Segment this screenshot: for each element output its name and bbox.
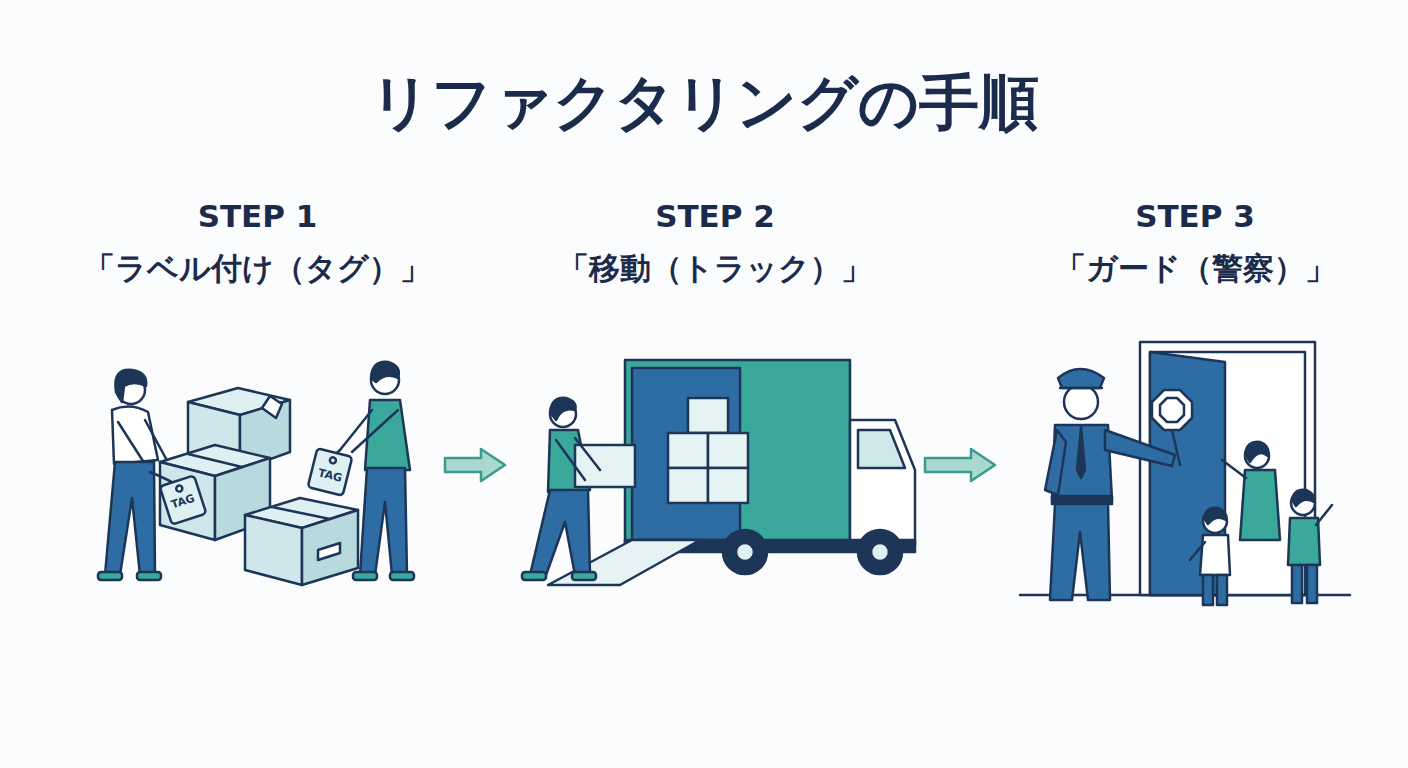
man-figure [371, 362, 399, 382]
box-stack [302, 510, 358, 585]
mover-figure [522, 572, 546, 580]
man-figure [353, 572, 377, 580]
mover-figure [575, 438, 600, 470]
mover-figure [522, 398, 635, 580]
box-stack [245, 515, 302, 585]
truck [850, 420, 915, 545]
woman-figure [98, 572, 122, 580]
mover-figure [550, 398, 576, 420]
police-figure [1045, 369, 1192, 600]
police-figure [1045, 430, 1066, 495]
woman-figure [115, 370, 146, 402]
truck [708, 468, 748, 503]
truck [871, 543, 889, 561]
police-figure [1152, 390, 1192, 430]
family-figures [1222, 460, 1246, 478]
man-figure [390, 572, 414, 580]
step-group: STEP 3「ガード（警察）」 [995, 190, 1395, 610]
police-figure [1077, 427, 1085, 478]
family-figures [1204, 508, 1226, 524]
tag-shape [176, 485, 184, 493]
truck [688, 398, 728, 433]
man-figure [340, 362, 414, 580]
police-figure [1105, 430, 1175, 466]
step-title: 「ガード（警察）」 [995, 242, 1395, 294]
police-figure [1172, 430, 1180, 465]
family-figures [1240, 470, 1280, 540]
step-arrow [445, 449, 505, 481]
family-figures [1190, 442, 1332, 605]
step-group: STEP 2「移動（トラック）」 [505, 190, 925, 610]
family-figures [1292, 490, 1314, 506]
woman-figure [137, 572, 161, 580]
police-figure [1058, 369, 1104, 388]
mover-figure [530, 490, 590, 578]
step-number: STEP 1 [70, 190, 445, 242]
family-figures [1245, 442, 1268, 462]
tag-shape [329, 457, 336, 464]
man-figure [340, 410, 372, 450]
truck [723, 530, 767, 574]
truck [736, 543, 754, 561]
truck [668, 433, 708, 468]
tag-shape [150, 448, 352, 524]
step-number: STEP 2 [505, 190, 925, 242]
box-stack [262, 396, 282, 418]
box-stack [160, 388, 358, 585]
police-figure [1060, 387, 1102, 390]
box-stack [188, 454, 242, 467]
step-title: 「移動（トラック）」 [505, 242, 925, 294]
truck [668, 468, 708, 503]
truck [708, 433, 748, 468]
step-group: STEP 1「ラベル付け（タグ）」 [70, 190, 445, 610]
diagram-title: リファクタリングの手順 [0, 62, 1408, 142]
step-number: STEP 3 [995, 190, 1395, 242]
tag-label: TAG [299, 461, 361, 491]
box-stack [272, 507, 330, 519]
man-figure [360, 468, 407, 575]
family-figures [1203, 575, 1213, 605]
police-figure [1160, 398, 1184, 422]
woman-figure [105, 462, 155, 575]
truck [858, 530, 902, 574]
police-figure [1050, 504, 1110, 600]
mover-figure [572, 572, 596, 580]
man-figure [352, 410, 398, 452]
doorway [1150, 352, 1305, 595]
family-figures [1307, 565, 1317, 603]
truck [548, 360, 915, 585]
box-stack [318, 543, 340, 560]
woman-figure [112, 406, 158, 464]
family-figures [1292, 565, 1302, 603]
tag-label: TAG [152, 485, 214, 519]
family-figures [1316, 505, 1332, 525]
family-figures [1217, 575, 1227, 605]
police-figure [1064, 385, 1098, 419]
step-title: 「ラベル付け（タグ）」 [70, 242, 445, 294]
family-figures [1190, 542, 1205, 560]
truck [625, 360, 850, 542]
step-arrow [925, 449, 995, 481]
truck [858, 430, 905, 468]
